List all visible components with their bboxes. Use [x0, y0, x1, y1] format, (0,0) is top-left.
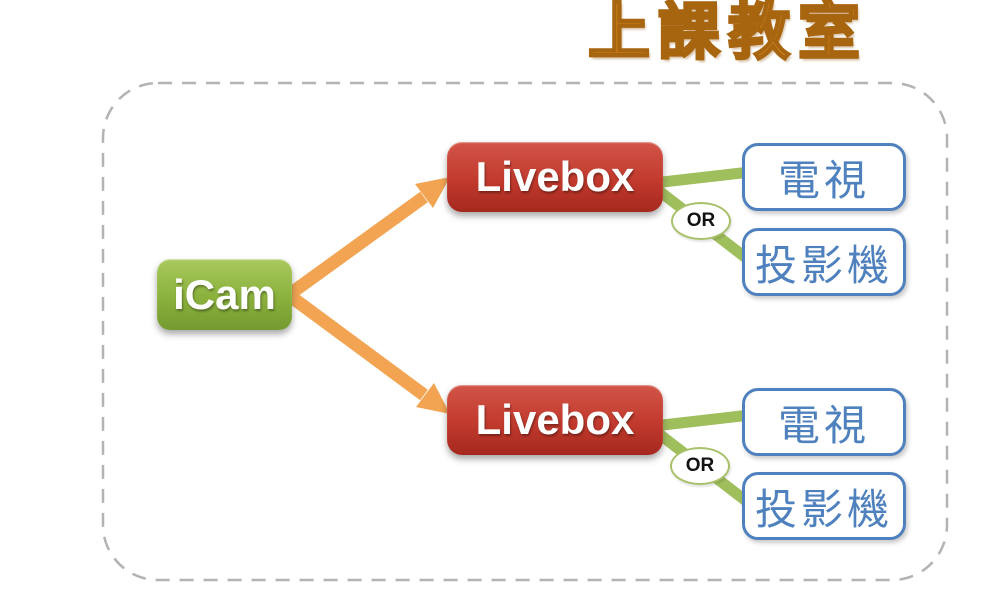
node-projector-bottom: 投影機 [742, 472, 906, 540]
diagram-title: 上課教室 [587, 0, 869, 67]
node-livebox-top: Livebox [447, 142, 663, 212]
node-tv-bottom: 電視 [742, 388, 906, 456]
node-icam-label: iCam [173, 270, 276, 318]
or-badge-bottom: OR [670, 447, 730, 485]
node-tv-top-label: 電視 [777, 156, 870, 204]
node-projector-bottom-label: 投影機 [754, 485, 893, 533]
connector-livebox-top-to-tv [653, 166, 751, 189]
connector-livebox-bottom-to-tv [653, 409, 751, 432]
dashed-boundary [101, 81, 949, 582]
node-icam: iCam [157, 259, 292, 330]
arrow-icam-to-livebox-top [286, 191, 428, 300]
or-badge-top: OR [671, 202, 731, 240]
node-projector-top: 投影機 [742, 228, 906, 296]
or-badge-bottom-label: OR [685, 455, 715, 476]
node-tv-bottom-label: 電視 [777, 401, 870, 449]
node-livebox-bottom: Livebox [447, 385, 663, 455]
node-tv-top: 電視 [742, 143, 906, 211]
arrowhead-livebox-bottom [416, 383, 450, 414]
arrowhead-livebox-top [415, 177, 450, 208]
node-projector-top-label: 投影機 [754, 241, 893, 289]
arrow-icam-to-livebox-bottom [286, 290, 428, 401]
node-livebox-bottom-label: Livebox [475, 396, 635, 443]
or-badge-top-label: OR [686, 210, 716, 231]
node-livebox-top-label: Livebox [475, 153, 635, 200]
